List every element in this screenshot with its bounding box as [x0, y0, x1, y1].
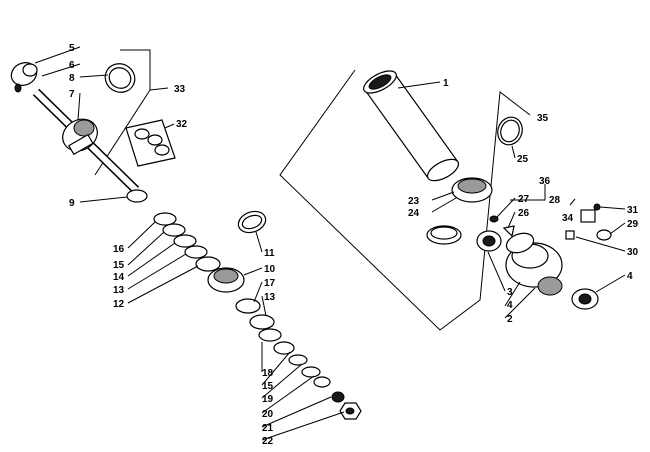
callout-label: 35 [537, 113, 549, 124]
shim-15b [288, 354, 308, 366]
callout-label: 4 [627, 271, 633, 282]
callout-label: 7 [69, 89, 75, 100]
callout-labels: 5 6 8 7 33 32 9 16 15 14 13 12 11 10 17 … [69, 43, 639, 447]
shim-18b [273, 341, 295, 355]
callout-label: 26 [518, 208, 530, 219]
shim-16 [153, 212, 177, 226]
callout-label: 27 [518, 194, 530, 205]
shim-13b [249, 314, 275, 330]
valve-34 [580, 203, 601, 223]
callout-label: 19 [262, 394, 274, 405]
check-26 [502, 225, 515, 238]
callout-label: 33 [174, 84, 186, 95]
callout-label: 2 [507, 314, 513, 325]
wiper-24 [426, 225, 462, 245]
nut-22 [339, 402, 362, 420]
washer-21 [331, 391, 345, 403]
callout-label: 23 [408, 196, 420, 207]
callout-label: 34 [562, 213, 574, 224]
washer-29 [596, 229, 612, 241]
callout-label: 1 [443, 78, 449, 89]
callout-label: 11 [264, 248, 275, 259]
shim-19 [301, 366, 321, 378]
o-ring-25 [497, 116, 523, 146]
bracket-36 [510, 184, 546, 201]
bracket-33 [94, 49, 151, 176]
washer-20 [313, 376, 331, 388]
shim-18a [258, 328, 282, 342]
callout-label: 13 [264, 292, 276, 303]
callout-label: 28 [549, 195, 561, 206]
bushing-4 [571, 288, 599, 310]
shim-17 [235, 298, 261, 314]
bracket-33-leader [149, 87, 169, 91]
callout-label: 31 [627, 205, 639, 216]
ball-27 [489, 215, 499, 223]
callout-label: 20 [262, 409, 274, 420]
leader-lines [34, 46, 626, 441]
callout-label: 17 [264, 278, 276, 289]
o-ring-25b [505, 232, 535, 254]
rod-seal-cap [62, 118, 98, 156]
shim-14 [173, 234, 197, 248]
cap-30 [565, 230, 575, 240]
callout-label: 9 [69, 198, 75, 209]
washer-9 [126, 189, 148, 203]
callout-label: 14 [113, 272, 125, 283]
callout-label: 6 [69, 60, 75, 71]
callout-label: 12 [113, 299, 125, 310]
o-ring-8 [104, 63, 136, 93]
piston-10 [207, 267, 245, 293]
callout-label: 13 [113, 285, 125, 296]
callout-label: 15 [262, 381, 274, 392]
callout-label: 25 [517, 154, 529, 165]
eyelet-bushing [10, 62, 38, 93]
callout-label: 4 [507, 300, 513, 311]
callout-label: 32 [176, 119, 188, 130]
callout-label: 5 [69, 43, 75, 54]
callout-label: 22 [262, 436, 274, 447]
callout-label: 36 [539, 176, 551, 187]
callout-label: 15 [113, 260, 125, 271]
bushing-3 [476, 230, 502, 252]
shim-13 [184, 245, 208, 259]
shock-body-1 [363, 70, 460, 182]
callout-label: 21 [262, 423, 274, 434]
piston-ring-11 [237, 210, 267, 234]
shim-12 [195, 256, 221, 272]
callout-label: 18 [262, 368, 274, 379]
callout-label: 30 [627, 247, 639, 258]
bearing-cap-23 [451, 177, 493, 203]
callout-label: 3 [507, 287, 513, 298]
callout-label: 24 [408, 208, 420, 219]
callout-label: 16 [113, 244, 125, 255]
bracket-35 [279, 69, 531, 331]
callout-label: 29 [627, 219, 639, 230]
shim-15 [162, 223, 186, 237]
seal-kit-32 [125, 119, 176, 167]
callout-label: 8 [69, 73, 75, 84]
callout-label: 10 [264, 264, 276, 275]
